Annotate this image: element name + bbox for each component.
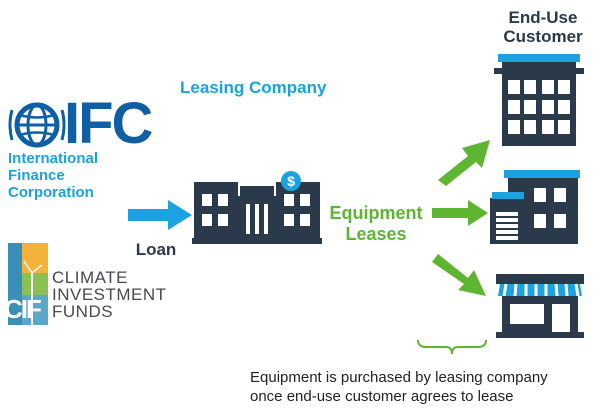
globe-icon — [8, 102, 66, 148]
lease-arrow-up — [438, 140, 490, 186]
bank-building-icon — [192, 182, 322, 244]
equipment-leases-line1: Equipment — [329, 203, 423, 223]
ifc-name-line3: Corporation — [8, 184, 94, 201]
svg-text:$: $ — [287, 173, 295, 189]
caption: Equipment is purchased by leasing compan… — [250, 368, 600, 406]
ifc-acronym: IFC — [64, 91, 153, 156]
storefront-icon — [496, 274, 584, 338]
office-building-icon — [494, 54, 584, 146]
lease-arrow-mid — [432, 200, 488, 226]
cif-logo-mark — [8, 243, 48, 325]
warehouse-icon — [490, 170, 580, 244]
leasing-company-title: Leasing Company — [180, 78, 327, 97]
ifc-name-line2: Finance — [8, 167, 65, 184]
equipment-leases-line2: Leases — [345, 224, 407, 244]
loan-arrow — [128, 200, 192, 230]
dollar-icon: $ — [281, 171, 301, 191]
equipment-leases-label: Equipment Leases — [316, 203, 436, 245]
loan-label: Loan — [135, 240, 177, 259]
cif-logo-letters: CIF — [4, 294, 42, 324]
caption-line1: Equipment is purchased by leasing compan… — [250, 369, 548, 386]
curly-brace — [417, 339, 487, 355]
caption-line2: once end-use customer agrees to lease — [250, 388, 514, 405]
lease-arrow-down — [432, 254, 486, 296]
ifc-name-line1: International — [8, 150, 99, 167]
cif-line3: FUNDS — [52, 302, 114, 321]
end-use-customer-title: End-Use Customer — [503, 8, 583, 46]
cif-line2: INVESTMENT — [52, 285, 167, 304]
cif-line1: CLIMATE — [52, 268, 128, 287]
